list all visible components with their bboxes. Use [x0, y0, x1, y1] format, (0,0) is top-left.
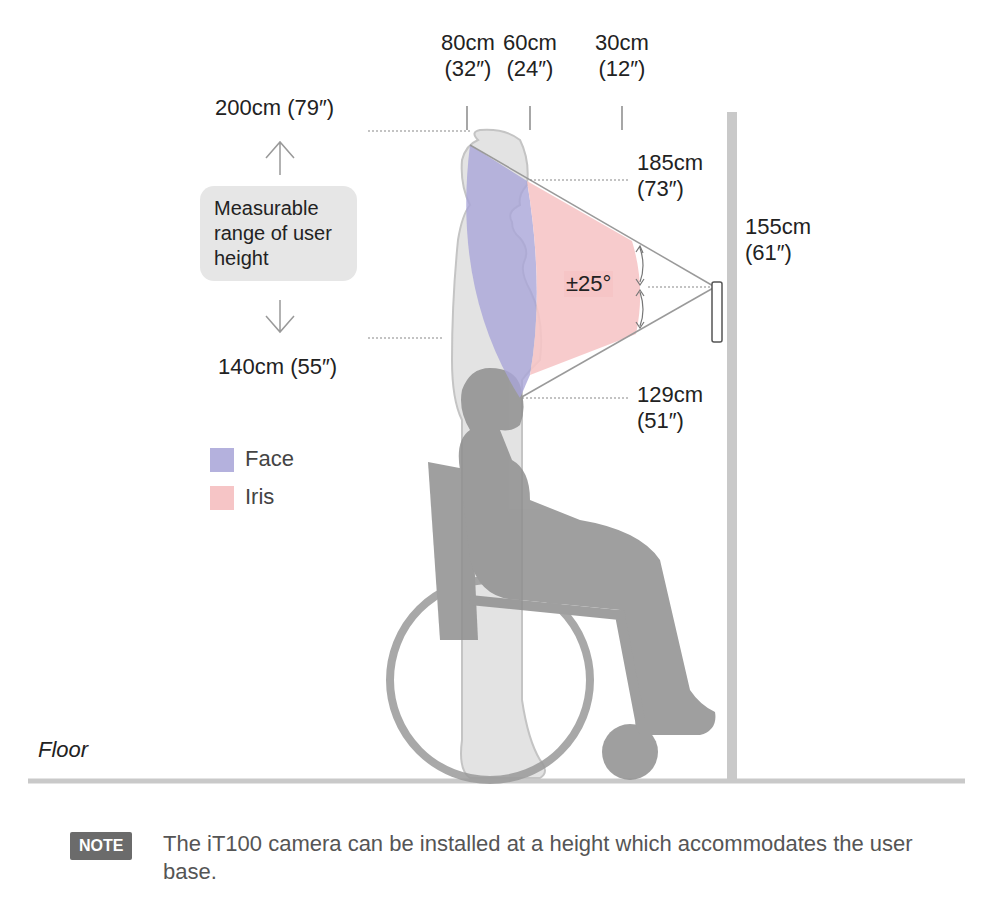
distance-label: 30cm (12″) — [590, 30, 654, 83]
legend-swatch — [210, 448, 234, 472]
legend-text: Iris — [245, 484, 274, 510]
camera-device — [712, 282, 722, 342]
height-label: 129cm (51″) — [637, 382, 721, 435]
angle-arc — [640, 248, 643, 326]
legend-swatch — [210, 486, 234, 510]
note-badge: NOTE — [70, 832, 132, 860]
range-box: Measurable range of user height — [200, 186, 357, 281]
up-arrow — [266, 142, 294, 175]
face-zone — [466, 145, 537, 398]
height-label: 185cm (73″) — [637, 150, 721, 203]
legend-text: Face — [245, 446, 294, 472]
cone-edge — [520, 287, 715, 398]
chair-frame — [470, 600, 640, 720]
distance-label: 80cm (32″) — [436, 30, 500, 83]
height-label: 140cm (55″) — [218, 354, 337, 380]
note-text: The iT100 camera can be installed at a h… — [163, 830, 953, 885]
wall — [727, 112, 737, 783]
down-arrow — [266, 300, 294, 332]
floor-label: Floor — [38, 737, 88, 763]
mount-height-label: 155cm (61″) — [745, 214, 829, 267]
badge-text: NOTE — [79, 836, 123, 856]
box-text: Measurable range of user height — [214, 196, 343, 271]
angle-arrowheads — [636, 246, 644, 328]
height-label: 200cm (79″) — [215, 95, 334, 121]
angle-label: ±25° — [564, 271, 613, 297]
distance-label: 60cm (24″) — [498, 30, 562, 83]
distance-ticks — [467, 106, 622, 130]
